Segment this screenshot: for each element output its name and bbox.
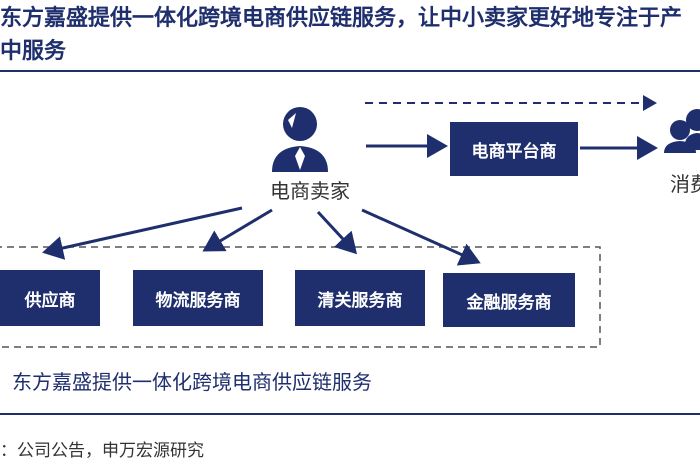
page-title: 东方嘉盛提供一体化跨境电商供应链服务，让中小卖家更好地专注于产 中服务 [0, 2, 700, 68]
customs-label: 清关服务商 [317, 290, 403, 311]
arrow-seller-to-supplier [42, 206, 243, 260]
supplier-box: 供应商 [0, 270, 100, 326]
customs-box: 清关服务商 [295, 270, 425, 326]
platform-box: 电商平台商 [450, 122, 578, 176]
arrow-seller-to-customs [316, 210, 358, 255]
consumer-label: 消费 [670, 172, 700, 196]
supplier-label: 供应商 [24, 290, 76, 311]
service-boundary [0, 246, 601, 348]
finance-box: 金融服务商 [443, 273, 575, 327]
title-line-2: 中服务 [0, 39, 67, 64]
logistics-box: 物流服务商 [133, 270, 263, 326]
finance-label: 金融服务商 [466, 292, 552, 313]
seller-person-icon [272, 107, 328, 172]
arrow-seller-to-logistics [202, 208, 273, 252]
logistics-label: 物流服务商 [155, 290, 241, 311]
caption-divider [0, 413, 700, 415]
diagram-caption: 东方嘉盛提供一体化跨境电商供应链服务 [12, 370, 372, 394]
consumers-group-icon [664, 109, 700, 153]
platform-label: 电商平台商 [471, 141, 557, 162]
source-note: ：公司公告，申万宏源研究 [0, 441, 204, 461]
seller-label: 电商卖家 [270, 179, 350, 203]
arrow-seller-to-finance [361, 208, 481, 266]
title-line-1: 东方嘉盛提供一体化跨境电商供应链服务，让中小卖家更好地专注于产 [0, 6, 683, 31]
title-divider [0, 70, 700, 72]
